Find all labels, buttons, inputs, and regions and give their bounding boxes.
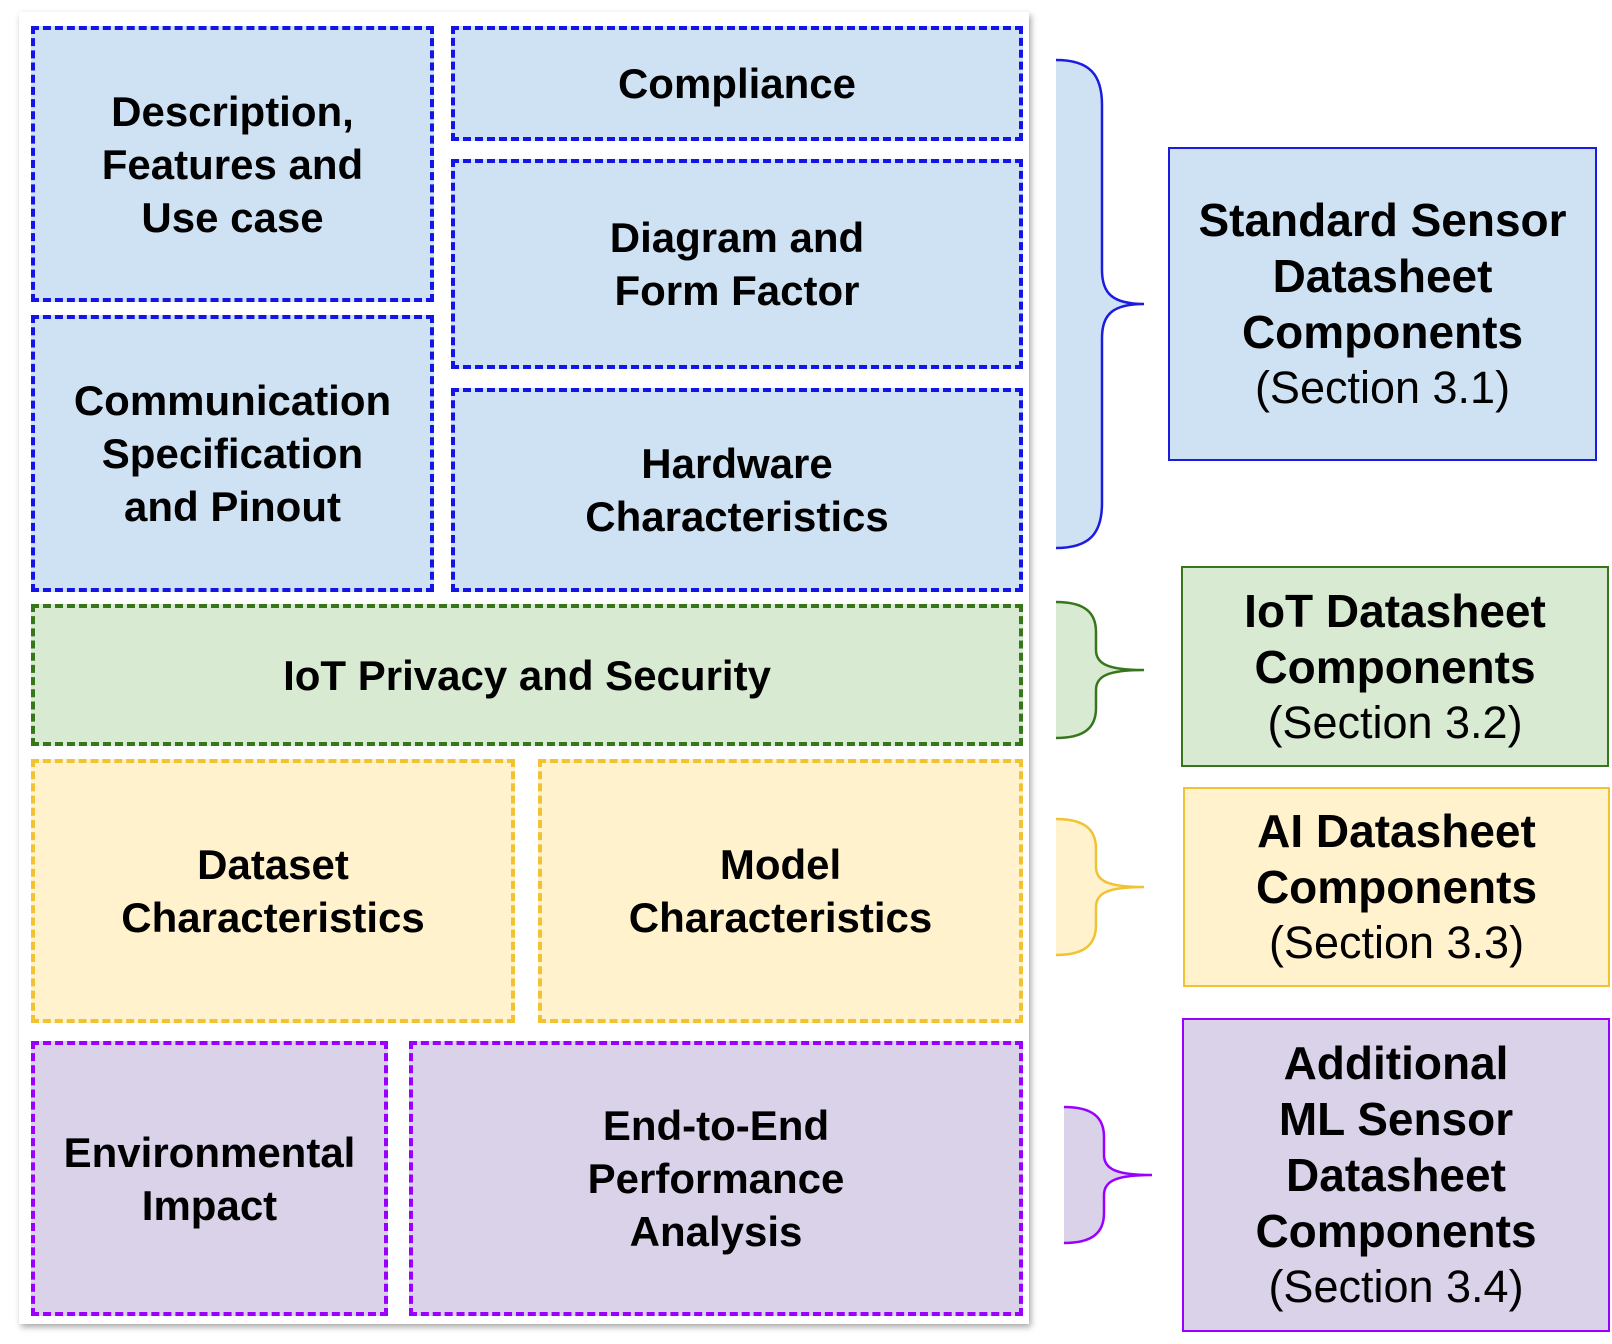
label-ml-sensor-title: Additional ML Sensor Datasheet Component… bbox=[1255, 1037, 1537, 1257]
label-standard-sensor-section: (Section 3.1) bbox=[1254, 362, 1511, 413]
label-ml-sensor-section: (Section 3.4) bbox=[1268, 1261, 1524, 1312]
label-ai-section: (Section 3.3) bbox=[1268, 917, 1525, 968]
label-ai: AI Datasheet Components (Section 3.3) bbox=[1183, 787, 1610, 987]
model-characteristics-box: Model Characteristics bbox=[538, 759, 1023, 1023]
dataset-characteristics-box: Dataset Characteristics bbox=[31, 759, 515, 1023]
environmental-impact-box: Environmental Impact bbox=[31, 1041, 388, 1316]
brace-iot bbox=[1055, 600, 1145, 740]
brace-standard-sensor bbox=[1055, 58, 1145, 550]
iot-privacy-security-box: IoT Privacy and Security bbox=[31, 604, 1023, 746]
label-iot-section: (Section 3.2) bbox=[1267, 696, 1523, 748]
communication-spec-box: Communication Specification and Pinout bbox=[31, 315, 434, 592]
label-iot-title: IoT Datasheet Components bbox=[1244, 584, 1546, 693]
diagram-form-factor-box: Diagram and Form Factor bbox=[451, 159, 1023, 369]
label-iot: IoT Datasheet Components (Section 3.2) bbox=[1181, 566, 1609, 767]
description-features-box: Description, Features and Use case bbox=[31, 26, 434, 302]
hardware-characteristics-box: Hardware Characteristics bbox=[451, 388, 1023, 592]
label-ml-sensor: Additional ML Sensor Datasheet Component… bbox=[1182, 1018, 1610, 1332]
compliance-box: Compliance bbox=[451, 26, 1023, 141]
label-standard-sensor: Standard Sensor Datasheet Components (Se… bbox=[1168, 147, 1597, 461]
end-to-end-performance-box: End-to-End Performance Analysis bbox=[409, 1041, 1023, 1316]
label-ai-title: AI Datasheet Components bbox=[1255, 805, 1538, 913]
label-standard-sensor-title: Standard Sensor Datasheet Components bbox=[1198, 194, 1567, 358]
brace-ml-sensor bbox=[1063, 1105, 1153, 1245]
brace-ai bbox=[1055, 817, 1145, 957]
